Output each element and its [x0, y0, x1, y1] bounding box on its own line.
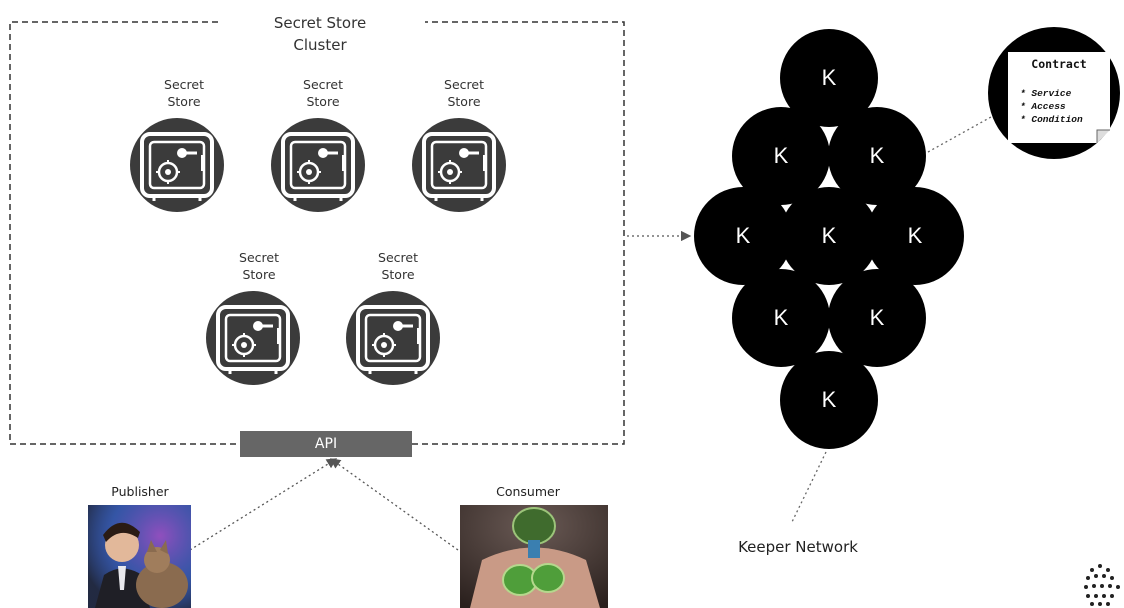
consumer-label: Consumer	[496, 484, 560, 499]
contract-item: * Condition	[1020, 114, 1083, 125]
keeper-node-label: K	[821, 387, 837, 412]
safe-icon	[410, 116, 508, 214]
publisher-label: Publisher	[111, 484, 169, 499]
store-label: Secret Store	[444, 77, 484, 109]
api-bar: API	[240, 431, 412, 457]
keeper-node-label: K	[773, 143, 789, 168]
publisher-photo	[88, 505, 191, 608]
safe-icon	[344, 289, 442, 387]
safe-icon	[204, 289, 302, 387]
keeper-node-label: K	[821, 65, 837, 90]
keeper-node-label: K	[869, 305, 885, 330]
store-label: Secret Store	[164, 77, 204, 109]
dotted-logo-icon	[1084, 564, 1120, 606]
keeper-node-label: K	[773, 305, 789, 330]
safe-icon	[128, 116, 226, 214]
safe-icon	[269, 116, 367, 214]
keeper-node-label: K	[869, 143, 885, 168]
keeper-node-label: K	[735, 223, 751, 248]
consumer-photo	[460, 505, 608, 608]
keeper-node-label: K	[821, 223, 837, 248]
keeper-network-graph	[694, 29, 964, 449]
contract-item: * Access	[1020, 101, 1066, 112]
contract-item: * Service	[1020, 88, 1072, 99]
store-label: Secret Store	[378, 250, 418, 282]
contract-items: * Service * Access * Condition	[1020, 87, 1083, 126]
keeper-node-label: K	[907, 223, 923, 248]
store-label: Secret Store	[239, 250, 279, 282]
contract-title: Contract	[1031, 57, 1087, 71]
cluster-border	[9, 21, 625, 445]
store-label: Secret Store	[303, 77, 343, 109]
keeper-network-label: Keeper Network	[738, 538, 858, 556]
cluster-title: Secret Store Cluster	[273, 14, 367, 54]
